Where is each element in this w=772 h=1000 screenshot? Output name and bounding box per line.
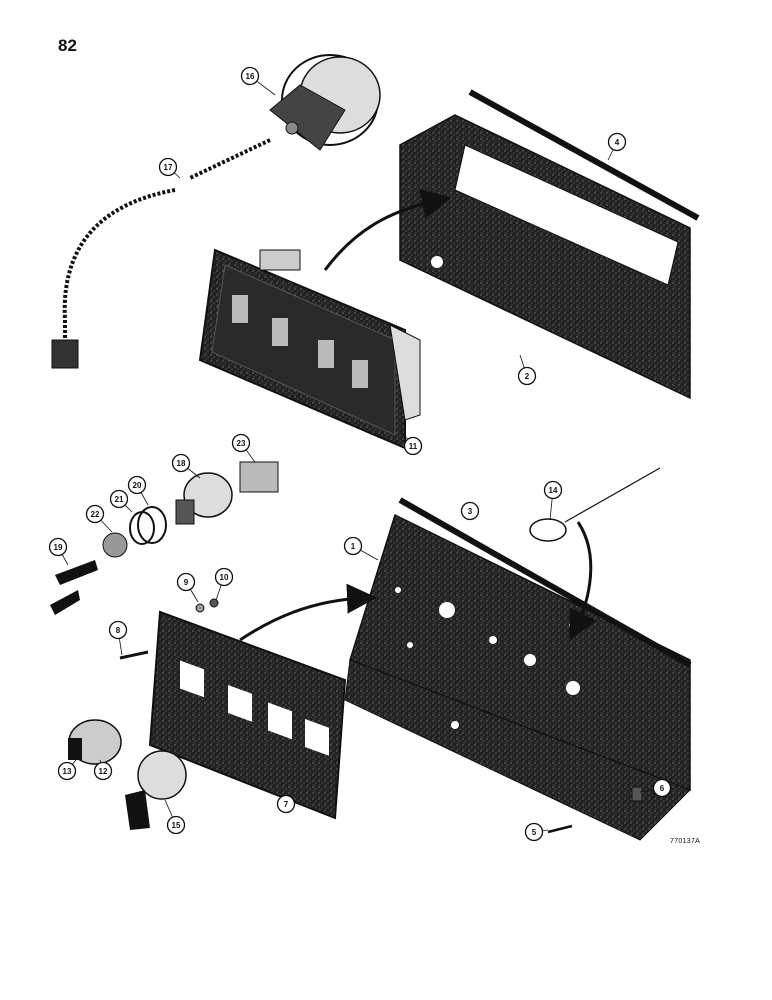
callout-circle bbox=[231, 433, 251, 453]
switch-panel bbox=[148, 610, 347, 820]
washer bbox=[195, 603, 205, 613]
callout-circle bbox=[85, 504, 105, 524]
callout-6: 6 bbox=[639, 778, 672, 798]
callout-label: 3 bbox=[468, 507, 473, 516]
callout-label: 20 bbox=[133, 481, 142, 490]
assembly-arrow-lower bbox=[239, 583, 377, 642]
callout-label: 15 bbox=[172, 821, 181, 830]
callout-21: 21 bbox=[109, 489, 133, 513]
callout-circle bbox=[108, 620, 128, 640]
callout-circle bbox=[214, 567, 234, 587]
callout-8: 8 bbox=[108, 620, 128, 656]
callout-19: 19 bbox=[48, 537, 69, 566]
key-switch bbox=[50, 461, 279, 615]
callout-label: 5 bbox=[532, 828, 537, 837]
screw bbox=[119, 650, 149, 660]
callout-10: 10 bbox=[214, 567, 234, 601]
lamp-arrow bbox=[569, 521, 597, 641]
callout-label: 17 bbox=[164, 163, 173, 172]
gauge bbox=[269, 54, 381, 151]
callout-circle bbox=[460, 501, 480, 521]
callout-3: 3 bbox=[460, 501, 480, 521]
callout-23: 23 bbox=[231, 433, 256, 463]
instrument-cluster bbox=[198, 248, 421, 450]
bolt bbox=[547, 824, 573, 834]
callout-16: 16 bbox=[240, 66, 276, 96]
callout-circle bbox=[109, 489, 129, 509]
callout-label: 22 bbox=[91, 510, 100, 519]
callout-11: 11 bbox=[399, 429, 423, 456]
callout-5: 5 bbox=[524, 822, 549, 842]
callout-circle bbox=[166, 815, 186, 835]
rear-panel bbox=[399, 89, 700, 400]
callout-9: 9 bbox=[176, 572, 199, 603]
callout-circle bbox=[240, 66, 260, 86]
callout-13: 13 bbox=[57, 754, 81, 781]
callout-17: 17 bbox=[158, 157, 181, 179]
rotary-switch bbox=[68, 719, 122, 765]
front-mounting-plate bbox=[344, 497, 692, 841]
callout-circle bbox=[607, 132, 627, 152]
callout-1: 1 bbox=[343, 536, 379, 561]
callout-label: 19 bbox=[54, 543, 63, 552]
callout-label: 21 bbox=[115, 495, 124, 504]
figure-code: 770137A bbox=[670, 838, 701, 845]
nut bbox=[209, 598, 219, 608]
callout-circle bbox=[93, 761, 113, 781]
callout-circle bbox=[171, 453, 191, 473]
callout-7: 7 bbox=[276, 794, 296, 814]
speedometer-cable bbox=[51, 138, 271, 369]
callout-circle bbox=[48, 537, 68, 557]
callout-circle bbox=[127, 475, 147, 495]
lamp bbox=[529, 467, 661, 542]
callout-12: 12 bbox=[93, 759, 113, 781]
callout-label: 7 bbox=[284, 800, 289, 809]
callout-15: 15 bbox=[164, 799, 186, 835]
callout-label: 16 bbox=[246, 72, 255, 81]
assembly-arrow-upper bbox=[323, 188, 452, 271]
callout-label: 9 bbox=[184, 578, 189, 587]
callout-22: 22 bbox=[85, 504, 113, 533]
callout-20: 20 bbox=[127, 475, 149, 506]
callout-label: 18 bbox=[177, 459, 186, 468]
callout-18: 18 bbox=[171, 453, 201, 479]
callout-label: 1 bbox=[351, 542, 356, 551]
callout-circle bbox=[517, 366, 537, 386]
callout-2: 2 bbox=[517, 354, 537, 386]
callout-circle bbox=[543, 480, 563, 500]
callout-label: 13 bbox=[63, 767, 72, 776]
callout-label: 8 bbox=[116, 626, 121, 635]
callout-circle bbox=[343, 536, 363, 556]
callout-4: 4 bbox=[607, 132, 627, 161]
toggle-switch bbox=[125, 750, 187, 830]
callout-circle bbox=[57, 761, 77, 781]
callout-circle bbox=[652, 778, 672, 798]
callout-label: 6 bbox=[660, 784, 665, 793]
callout-label: 14 bbox=[549, 486, 558, 495]
callout-label: 11 bbox=[409, 442, 418, 451]
callout-label: 4 bbox=[615, 138, 620, 147]
callout-circle bbox=[176, 572, 196, 592]
callout-circle bbox=[403, 436, 423, 456]
callout-label: 2 bbox=[525, 372, 530, 381]
callout-label: 12 bbox=[99, 767, 108, 776]
callout-14: 14 bbox=[543, 480, 563, 521]
clip bbox=[631, 786, 643, 802]
callout-label: 10 bbox=[220, 573, 229, 582]
callout-label: 23 bbox=[237, 439, 246, 448]
page-number: 82 bbox=[58, 36, 77, 55]
callout-circle bbox=[276, 794, 296, 814]
callout-circle bbox=[524, 822, 544, 842]
callout-circle bbox=[158, 157, 178, 177]
